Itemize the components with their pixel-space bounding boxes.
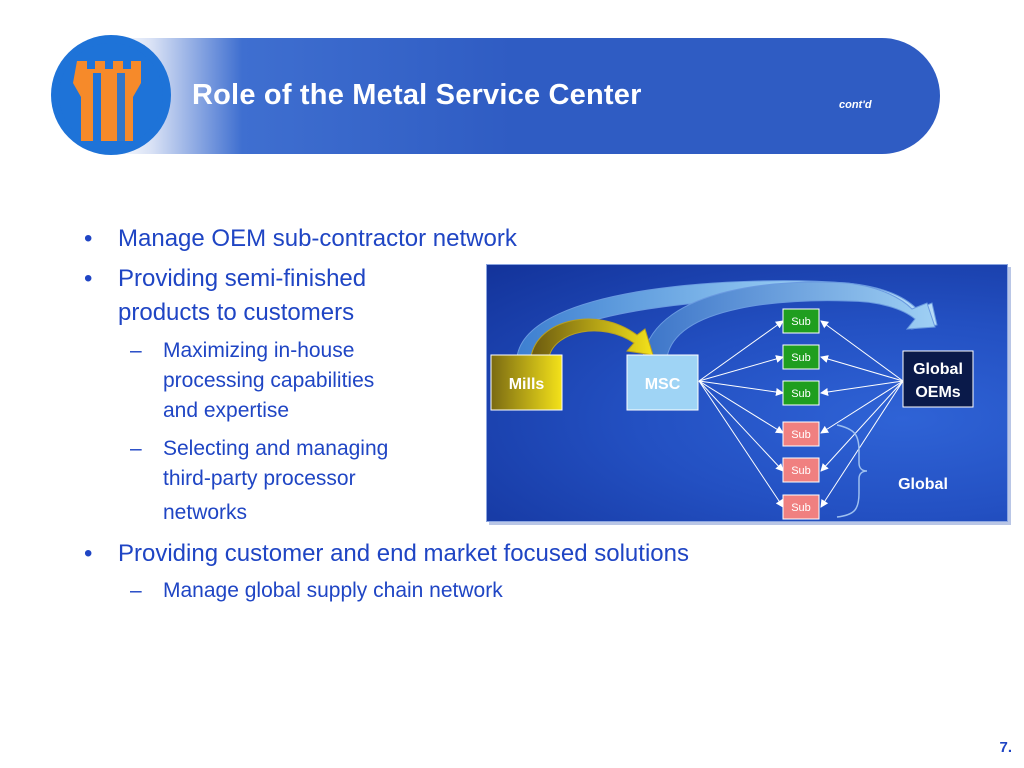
mills-label: Mills	[509, 376, 545, 393]
bullet-manage-oem: Manage OEM sub-contractor network	[118, 225, 517, 252]
bullet-marker: •	[84, 265, 93, 292]
bullet-semi-finished-line2: products to customers	[118, 299, 355, 326]
sub-label: Sub	[791, 316, 811, 328]
global-brace	[836, 424, 868, 518]
mills-box	[490, 354, 563, 411]
sub-label: Sub	[791, 465, 811, 477]
bullet-marker: •	[84, 225, 93, 252]
oems-label-line2: OEMs	[915, 384, 960, 401]
sub-bullet-maximizing-line1: Maximizing in-house	[163, 339, 355, 362]
sub-label: Sub	[791, 388, 811, 400]
continued-label: cont'd	[839, 99, 872, 111]
castle-logo-icon	[51, 35, 171, 155]
page-number: 7.	[999, 739, 1012, 756]
msc-to-oems-arrow	[642, 281, 936, 358]
sub-box	[782, 308, 820, 334]
msc-to-sub-lines	[698, 320, 784, 508]
dash-marker: –	[130, 437, 142, 460]
sub-label: Sub	[791, 502, 811, 514]
sub-bullet-selecting-line2: third-party processor	[163, 467, 356, 490]
sub-bullet-supply-chain: Manage global supply chain network	[163, 579, 503, 602]
bullet-semi-finished-line1: Providing semi-finished	[118, 265, 367, 292]
sub-label: Sub	[791, 352, 811, 364]
sub-box	[782, 494, 820, 520]
msc-box	[626, 354, 699, 411]
sub-box	[782, 380, 820, 406]
diagram-canvas: Mills MSC Global OEMs Sub Sub Sub Sub Su…	[490, 280, 974, 520]
sub-box	[782, 344, 820, 370]
global-label: Global	[898, 476, 948, 493]
page-title: Role of the Metal Service Center	[192, 79, 642, 111]
sub-label: Sub	[791, 429, 811, 441]
msc-label: MSC	[645, 376, 681, 393]
mills-to-msc-arrow	[530, 318, 654, 358]
sub-box	[782, 457, 820, 483]
sub-bullet-selecting-line1: Selecting and managing	[163, 437, 389, 460]
supply-chain-diagram: Mills MSC Global OEMs Sub Sub Sub Sub Su…	[486, 264, 1008, 522]
title-banner	[112, 38, 940, 154]
mills-to-oems-arrow	[516, 280, 938, 358]
sub-bullet-maximizing-line2: processing capabilities	[163, 369, 375, 392]
bullet-customer-solutions: Providing customer and end market focuse…	[118, 540, 689, 567]
sub-box	[782, 421, 820, 447]
sub-bullet-selecting-line3: networks	[163, 501, 248, 524]
oems-to-sub-lines	[820, 320, 904, 508]
dash-marker: –	[130, 339, 142, 362]
dash-marker: –	[130, 579, 142, 602]
bullet-marker: •	[84, 540, 93, 567]
sub-bullet-maximizing-line3: and expertise	[163, 399, 290, 422]
oems-label-line1: Global	[913, 361, 963, 378]
global-oems-box	[902, 350, 974, 408]
